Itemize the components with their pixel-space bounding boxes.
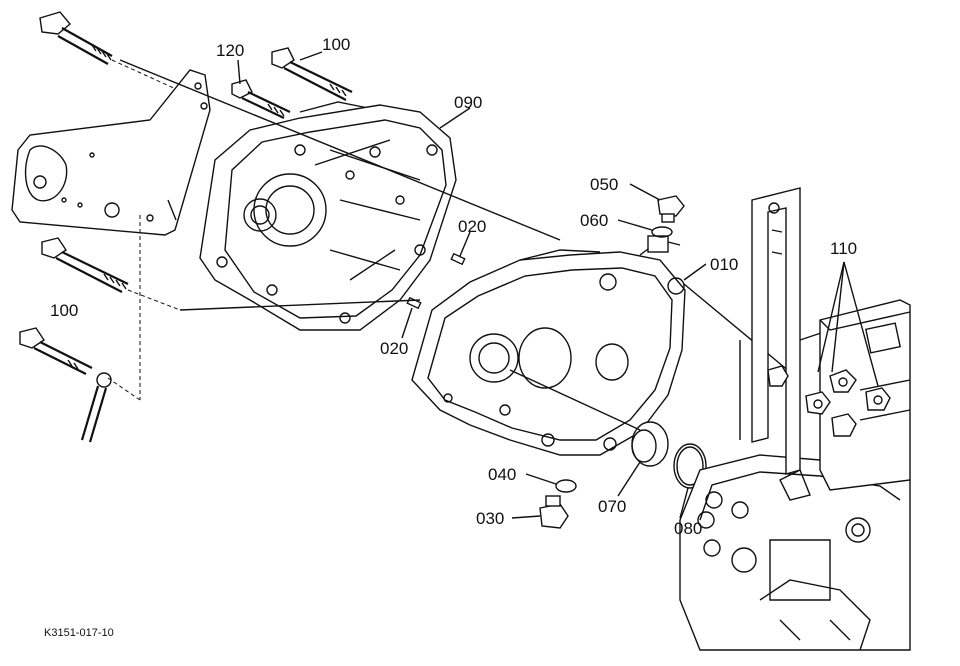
centerline-3: [509, 369, 641, 431]
label-100-left: 100: [50, 301, 78, 320]
bolt-120: [231, 79, 291, 119]
nut-110-b: [865, 387, 891, 411]
dowel-pin-lower: [406, 296, 422, 310]
label-070: 070: [598, 497, 626, 516]
label-010: 010: [710, 255, 738, 274]
nut-110-d: [831, 413, 857, 437]
label-110: 110: [830, 239, 857, 258]
bolt-100-top: [271, 47, 353, 101]
leader-070: [617, 461, 641, 497]
centerline-2: [179, 299, 421, 311]
label-030: 030: [476, 509, 504, 528]
leader-010: [683, 263, 707, 281]
plug-030: [539, 495, 569, 529]
leader-100-top: [299, 51, 323, 61]
label-050: 050: [590, 175, 618, 194]
leader-120: [237, 59, 241, 85]
cover-010: [411, 235, 686, 456]
leader-030: [511, 515, 541, 519]
label-090: 090: [454, 93, 482, 112]
label-080: 080: [674, 519, 702, 538]
leader-080: [679, 487, 689, 519]
label-100-top: 100: [322, 35, 350, 54]
leader-110-b: [831, 261, 845, 373]
bolt-lower-left: [19, 327, 112, 443]
drawing-code: K3151-017-10: [44, 627, 114, 639]
washer-110-e: [767, 365, 789, 387]
leader-060: [617, 219, 653, 231]
nut-110-a: [829, 369, 857, 393]
leader-020-lower: [401, 307, 413, 339]
label-040: 040: [488, 465, 516, 484]
leader-020-upper: [459, 231, 471, 257]
washer-040: [555, 479, 577, 493]
label-120: 120: [216, 41, 244, 60]
o-ring-080: [673, 443, 707, 489]
centerline-4: [683, 283, 791, 373]
plug-050: [657, 195, 685, 223]
oil-seal-070: [631, 421, 669, 467]
label-020-upper: 020: [458, 217, 486, 236]
nut-110-c: [805, 391, 831, 415]
dowel-pin-upper: [450, 252, 466, 266]
label-020-lower: 020: [380, 339, 408, 358]
leader-050: [629, 183, 661, 201]
leader-090: [439, 107, 471, 129]
support-block: [819, 299, 911, 491]
housing-090: [199, 104, 457, 331]
washer-060: [651, 226, 673, 238]
leader-040: [525, 473, 557, 485]
label-060: 060: [580, 211, 608, 230]
centerline-1: [119, 59, 561, 241]
bolt-100-left: [41, 237, 181, 311]
mounting-plate: [11, 69, 211, 401]
